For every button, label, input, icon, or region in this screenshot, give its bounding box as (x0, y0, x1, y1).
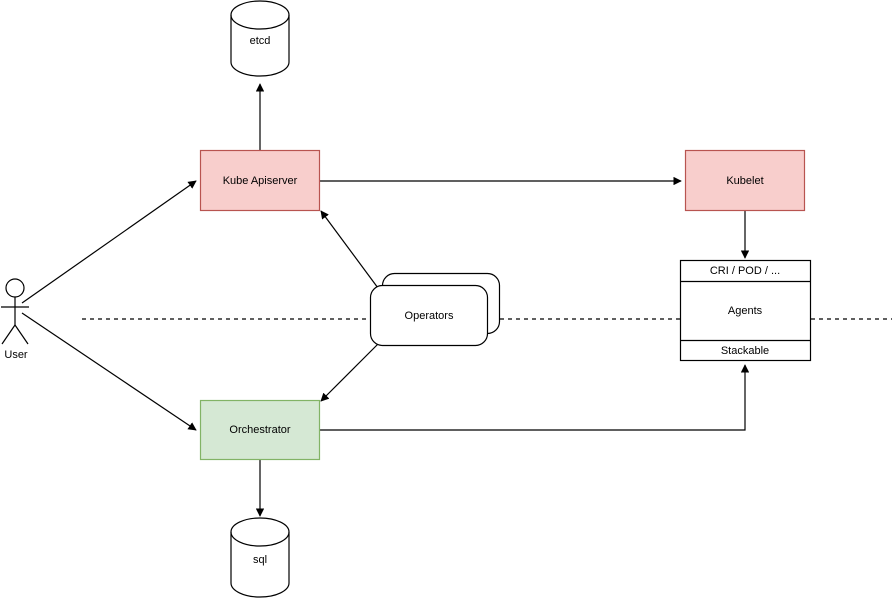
agents-body-label: Agents (728, 305, 763, 317)
etcd-node[interactable]: etcd (230, 0, 290, 77)
sql-cylinder-top (230, 517, 290, 547)
operators-front-card (369, 284, 489, 347)
agents-footer-label: Stackable (721, 345, 769, 357)
user-actor[interactable]: User (1, 278, 29, 361)
edge-user-to-orchestrator (21, 312, 197, 431)
agents-header-label: CRI / POD / ... (710, 265, 780, 277)
edge-orchestrator-to-agents (320, 364, 750, 431)
kube-apiserver-box (199, 149, 321, 212)
sql-cylinder-body (230, 532, 290, 598)
orchestrator-label: Orchestrator (229, 424, 290, 436)
kubelet-box (684, 149, 806, 212)
actor-leg-right-icon (14, 324, 29, 345)
user-label: User (4, 349, 28, 361)
orchestrator-box (199, 399, 321, 461)
actor-leg-left-icon (1, 324, 16, 345)
agents-node[interactable]: CRI / POD / ... Agents Stackable (679, 259, 812, 362)
operators-node[interactable]: Operators (369, 272, 501, 347)
sql-node[interactable]: sql (230, 517, 290, 598)
kubelet-label: Kubelet (726, 175, 763, 187)
kubelet-node[interactable]: Kubelet (684, 149, 806, 212)
sql-label: sql (253, 554, 267, 566)
agents-box (679, 259, 812, 362)
etcd-cylinder-body (230, 15, 290, 77)
edge-user-to-kube-apiserver (21, 180, 197, 304)
etcd-label: etcd (250, 35, 271, 47)
kube-apiserver-label: Kube Apiserver (223, 175, 298, 187)
kube-apiserver-node[interactable]: Kube Apiserver (199, 149, 321, 212)
edge-operators-to-orchestrator (320, 343, 379, 402)
orchestrator-node[interactable]: Orchestrator (199, 399, 321, 461)
actor-head-icon (5, 278, 25, 298)
edge-operators-to-kube-apiserver (320, 210, 379, 289)
etcd-cylinder-top (230, 0, 290, 30)
operators-label: Operators (405, 310, 454, 322)
